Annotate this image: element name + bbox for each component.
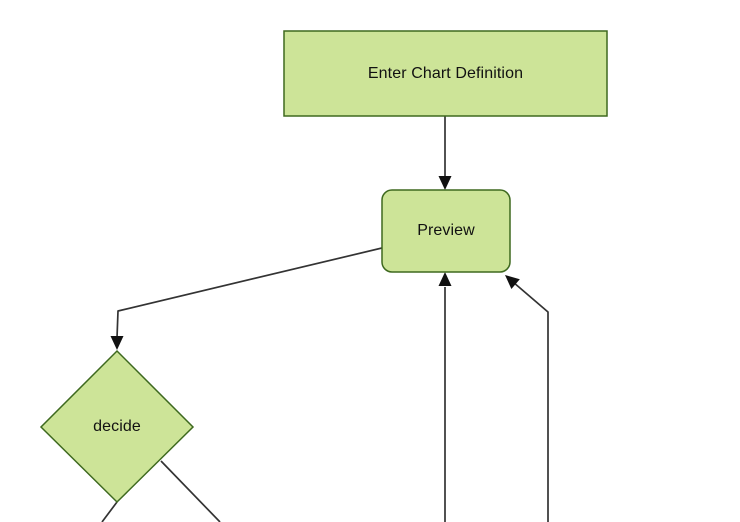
- edge-decide-to-offscreen-right: [160, 460, 221, 522]
- arrowhead-bottomright-to-preview: [505, 275, 520, 289]
- arrowhead-preview-to-decide: [110, 336, 124, 350]
- node-shape-preview: [381, 189, 511, 273]
- edge-bottomright-to-preview: [512, 281, 549, 522]
- edge-decide-to-offscreen-left: [101, 501, 118, 522]
- arrowhead-bottom-to-preview: [438, 272, 452, 286]
- node-shape-enter-chart-definition: [283, 30, 608, 117]
- arrowhead-enter-to-preview: [438, 176, 452, 190]
- edge-preview-to-decide: [116, 247, 383, 339]
- node-shape-decide: [39, 349, 195, 504]
